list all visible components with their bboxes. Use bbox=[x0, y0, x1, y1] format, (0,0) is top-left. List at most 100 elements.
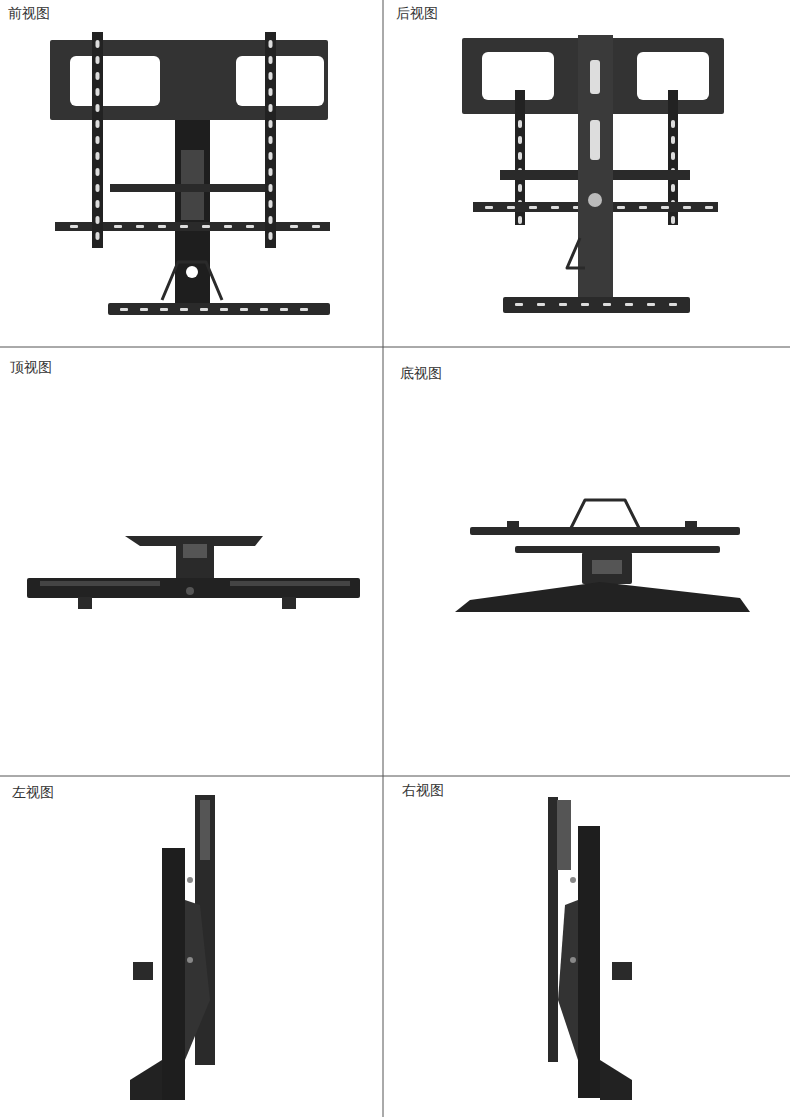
arm-hole bbox=[485, 206, 493, 209]
arm-hole bbox=[683, 206, 691, 209]
plate-cutout bbox=[236, 56, 324, 106]
bar-hole bbox=[515, 303, 523, 306]
bottom-bar bbox=[108, 303, 330, 315]
clip bbox=[507, 521, 519, 533]
pivot-bracket bbox=[582, 552, 632, 584]
side-link bbox=[558, 900, 578, 1060]
bar-hole bbox=[220, 308, 228, 311]
rail-hole bbox=[96, 168, 100, 176]
side-plate bbox=[548, 797, 558, 1062]
rail-hole bbox=[96, 56, 100, 64]
arm-hole bbox=[114, 225, 122, 228]
view-label: 右视图 bbox=[402, 782, 444, 799]
plate-cutout bbox=[70, 56, 160, 106]
bar-hole bbox=[160, 308, 168, 311]
rail-hole bbox=[96, 200, 100, 208]
rail-hole bbox=[269, 120, 273, 128]
rail-hole bbox=[96, 184, 100, 192]
clip bbox=[685, 521, 697, 533]
vertical-rail bbox=[92, 32, 103, 248]
rail-hole bbox=[269, 72, 273, 80]
plate-edge bbox=[40, 581, 160, 586]
cross-arm bbox=[515, 546, 720, 553]
grid-line bbox=[0, 347, 790, 348]
rail-hole bbox=[96, 136, 100, 144]
rail-hole bbox=[269, 56, 273, 64]
vertical-rail bbox=[265, 32, 276, 248]
rail-hole bbox=[518, 120, 522, 128]
arm-hole bbox=[551, 206, 559, 209]
rail-hole bbox=[269, 152, 273, 160]
rail-hole bbox=[269, 232, 273, 240]
side-bracket bbox=[612, 962, 632, 980]
column-slot bbox=[590, 120, 600, 160]
bar-hole bbox=[669, 303, 677, 306]
side-detail bbox=[557, 800, 571, 870]
arm-hole bbox=[202, 225, 210, 228]
arm-hole bbox=[70, 225, 78, 228]
bolt bbox=[570, 957, 576, 963]
arm-hole bbox=[507, 206, 515, 209]
rail-hole bbox=[269, 184, 273, 192]
plate-edge bbox=[230, 581, 350, 586]
grid-line bbox=[0, 776, 790, 777]
arm-hole bbox=[705, 206, 713, 209]
bar-hole bbox=[625, 303, 633, 306]
arm-hole bbox=[290, 225, 298, 228]
arm-hole bbox=[180, 225, 188, 228]
bar-hole bbox=[280, 308, 288, 311]
side-bracket bbox=[133, 962, 153, 980]
arm-hole bbox=[224, 225, 232, 228]
rail-hole bbox=[269, 104, 273, 112]
bar-hole bbox=[603, 303, 611, 306]
bar-hole bbox=[300, 308, 308, 311]
rail-hole bbox=[518, 152, 522, 160]
column-hole bbox=[588, 193, 602, 207]
rail-hole bbox=[269, 40, 273, 48]
side-plate bbox=[578, 826, 600, 1098]
bar-hole bbox=[120, 308, 128, 311]
rail-hole bbox=[671, 152, 675, 160]
bar-hole bbox=[200, 308, 208, 311]
bolt bbox=[187, 877, 193, 883]
bottom-wedge bbox=[455, 582, 750, 612]
rail-hole bbox=[96, 216, 100, 224]
rail-hole bbox=[96, 120, 100, 128]
arm-hole bbox=[312, 225, 320, 228]
arm-hole bbox=[246, 225, 254, 228]
rail-hole bbox=[269, 136, 273, 144]
arm-hole bbox=[639, 206, 647, 209]
view-label: 前视图 bbox=[8, 5, 50, 22]
rail-hole bbox=[96, 232, 100, 240]
bar-hole bbox=[260, 308, 268, 311]
rail-hole bbox=[671, 136, 675, 144]
view-label: 底视图 bbox=[400, 365, 442, 382]
handle-wire bbox=[162, 262, 222, 300]
rail-hole bbox=[269, 88, 273, 96]
view-label: 左视图 bbox=[12, 784, 54, 801]
rail-hole bbox=[96, 152, 100, 160]
rail-hole bbox=[518, 184, 522, 192]
bottom-bar bbox=[503, 297, 690, 313]
rail-hole bbox=[671, 184, 675, 192]
tab bbox=[78, 597, 92, 609]
bar-hole bbox=[180, 308, 188, 311]
side-link bbox=[185, 900, 210, 1060]
arm-hole bbox=[617, 206, 625, 209]
bar-hole bbox=[537, 303, 545, 306]
bar-hole bbox=[240, 308, 248, 311]
view-label: 后视图 bbox=[396, 5, 438, 22]
pivot-part bbox=[592, 560, 622, 574]
rail-hole bbox=[671, 216, 675, 224]
rail-hole bbox=[269, 216, 273, 224]
rail-hole bbox=[269, 200, 273, 208]
view-label: 顶视图 bbox=[10, 359, 52, 376]
center-column bbox=[578, 35, 613, 307]
handle-wire bbox=[570, 500, 640, 530]
mount-plate bbox=[27, 578, 360, 598]
bar-hole bbox=[581, 303, 589, 306]
handle-wire bbox=[567, 238, 585, 268]
arm-hole bbox=[158, 225, 166, 228]
